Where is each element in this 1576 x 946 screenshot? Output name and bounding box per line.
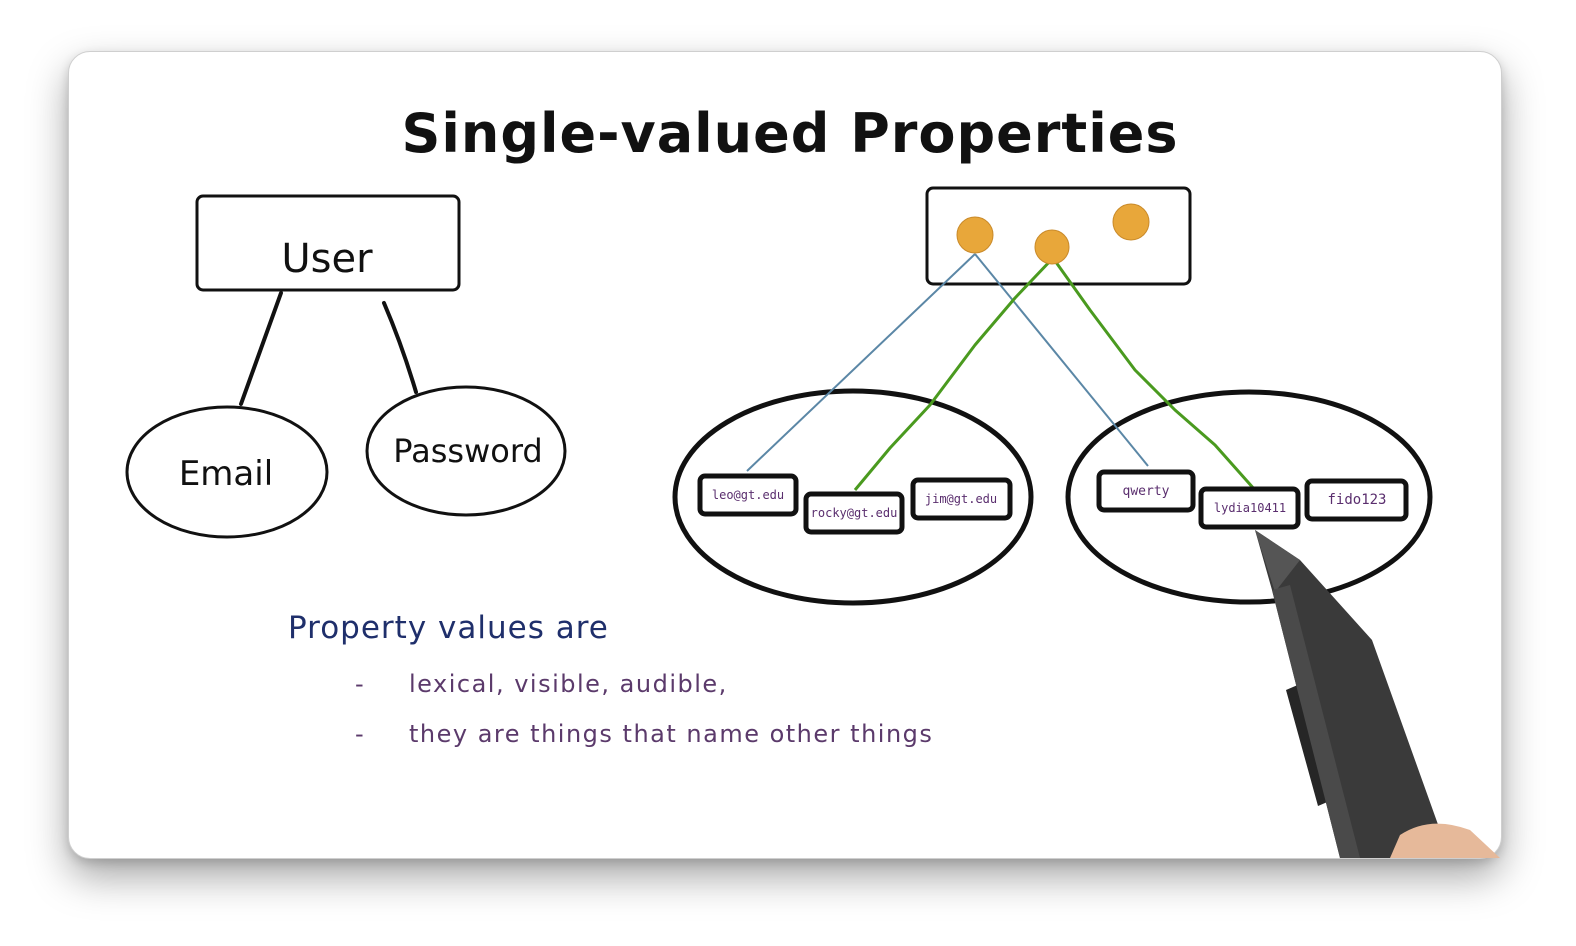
link-user-email: [239, 291, 283, 406]
attribute-password: Password: [365, 385, 567, 517]
password-value-label: fido123: [1327, 492, 1386, 508]
attribute-email: Email: [125, 405, 329, 539]
password-value-set: [1065, 389, 1433, 605]
entity-user: User: [195, 194, 461, 292]
password-value-box: qwerty: [1096, 469, 1196, 513]
email-value-label: rocky@gt.edu: [811, 506, 898, 520]
bullet-marker: -: [355, 720, 365, 748]
notes-item: lexical, visible, audible,: [409, 670, 728, 698]
email-value-set: [672, 388, 1034, 606]
link-user1-email: [746, 253, 976, 472]
notes-heading: Property values are: [288, 610, 609, 646]
email-value-box: leo@gt.edu: [697, 473, 799, 517]
link-user1-password: [974, 253, 1149, 467]
page-title: Single-valued Properties: [401, 102, 1178, 165]
notes-item: they are things that name other things: [409, 720, 933, 748]
bullet-marker: -: [355, 670, 365, 698]
email-value-label: leo@gt.edu: [712, 488, 784, 502]
user-instance-dot: [1034, 229, 1070, 265]
password-value-label: qwerty: [1123, 484, 1170, 499]
email-value-label: jim@gt.edu: [925, 492, 997, 506]
password-value-label: lydia10411: [1214, 501, 1286, 515]
email-value-box: rocky@gt.edu: [803, 491, 905, 535]
attribute-email-label: Email: [179, 454, 273, 494]
link-user-password: [382, 301, 418, 394]
user-instance-dot: [1112, 203, 1150, 241]
email-value-box: jim@gt.edu: [910, 477, 1013, 521]
stylus-pen-graphic: [1255, 530, 1500, 858]
user-instances-box: [925, 186, 1192, 286]
link-user2-password: [1051, 257, 1257, 491]
user-instance-dot: [956, 216, 994, 254]
password-value-box: fido123: [1304, 478, 1409, 522]
link-user2-email: [853, 256, 1055, 491]
password-value-box: lydia10411: [1198, 486, 1301, 530]
entity-user-label: User: [281, 236, 373, 282]
attribute-password-label: Password: [393, 432, 542, 470]
